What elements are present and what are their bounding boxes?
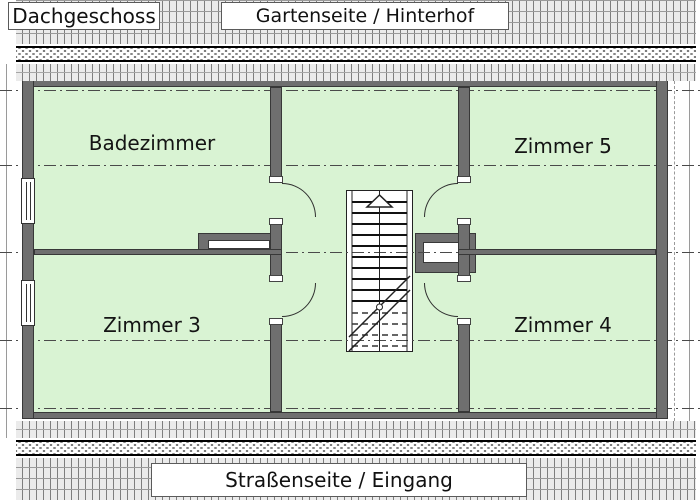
door-jamb [457,318,471,325]
staircase-treads-icon [348,190,411,352]
door-jamb [269,176,283,183]
floor-title: Dachgeschoss [8,2,160,30]
hall-wall-right-lower [458,318,470,412]
door-jamb [269,218,283,225]
window-left-lower [21,280,35,326]
window-glazing [26,182,31,220]
eave-band-top [16,64,696,81]
exterior-wall-bottom [22,412,668,419]
exterior-wall-right [656,80,668,419]
reference-line-1 [0,90,700,91]
reference-line-2 [0,408,700,409]
door-jamb [457,275,471,282]
orientation-label-top: Gartenseite / Hinterhof [221,2,509,30]
room-label-zimmer4: Zimmer 4 [514,313,612,337]
height-line-upper [0,165,700,166]
height-line-lower [0,340,700,341]
window-glazing [26,284,31,322]
door-jamb [457,218,471,225]
shaft-left-opening [208,240,270,249]
insulation-band-bottom [16,440,696,456]
window-left-upper [21,178,35,224]
hall-wall-right-upper [458,87,470,183]
divider-wall-right [458,249,656,255]
eave-edge-line-left [6,64,7,438]
hall-wall-left-lower [270,318,282,412]
exterior-wall-top [22,80,668,87]
eave-edge-line-right [689,64,690,438]
eave-band-bottom [16,421,696,438]
center-axis-line [0,252,700,253]
room-label-zimmer5: Zimmer 5 [514,134,612,158]
room-label-badezimmer: Badezimmer [88,131,216,155]
stair-direction-arrow-icon [365,193,394,208]
door-jamb [269,275,283,282]
insulation-band-top [16,46,696,62]
door-jamb [457,176,471,183]
room-label-zimmer3: Zimmer 3 [103,313,201,337]
dashed-projection-line-right [674,81,675,421]
orientation-label-bottom: Straßenseite / Eingang [151,463,527,497]
divider-wall-left [34,249,282,255]
door-jamb [269,318,283,325]
hall-wall-left-upper [270,87,282,183]
exterior-wall-left [22,80,34,419]
